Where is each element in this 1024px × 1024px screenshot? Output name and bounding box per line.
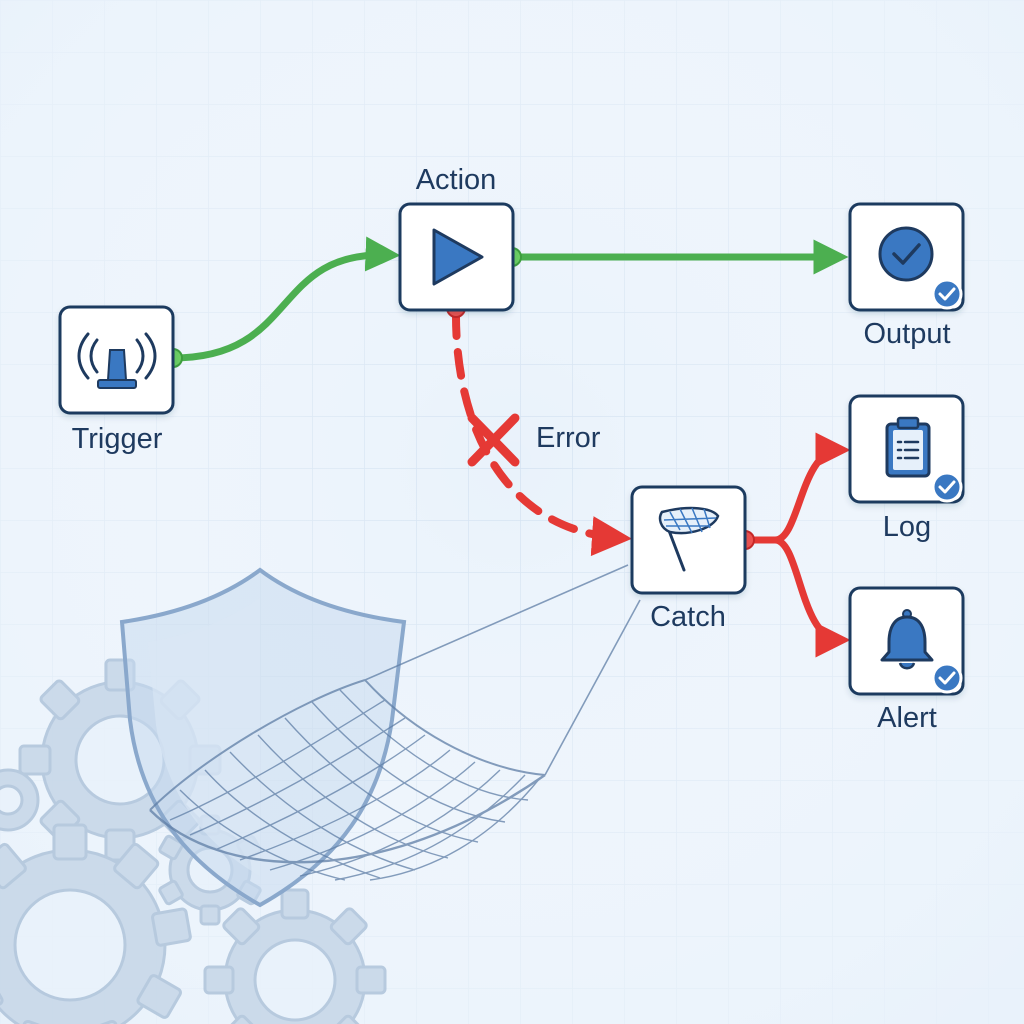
bell-icon (880, 609, 934, 670)
node-label-trigger: Trigger (72, 423, 163, 455)
verified-badge-icon (931, 662, 963, 694)
node-catch[interactable]: Catch (630, 485, 747, 633)
node-label-output: Output (863, 318, 950, 350)
verified-badge-icon (931, 278, 963, 310)
node-output[interactable]: Output (848, 202, 965, 350)
node-action[interactable]: Action (398, 164, 515, 312)
beacon-icon (77, 332, 157, 389)
node-label-log: Log (883, 511, 931, 543)
clipboard-icon (885, 416, 931, 478)
node-alert[interactable]: Alert (848, 586, 965, 734)
node-label-action: Action (416, 164, 497, 196)
verified-badge-icon (931, 471, 963, 503)
play-icon (432, 228, 484, 286)
node-label-catch: Catch (650, 601, 726, 633)
check-circle-icon (878, 226, 934, 282)
safety-net-decoration (149, 564, 641, 881)
node-label-alert: Alert (877, 702, 937, 734)
node-log[interactable]: Log (848, 394, 965, 543)
error-cross-icon (467, 413, 520, 467)
net-icon (658, 506, 720, 572)
node-trigger[interactable]: Trigger (58, 305, 175, 455)
edge-label-error: Error (536, 422, 601, 454)
